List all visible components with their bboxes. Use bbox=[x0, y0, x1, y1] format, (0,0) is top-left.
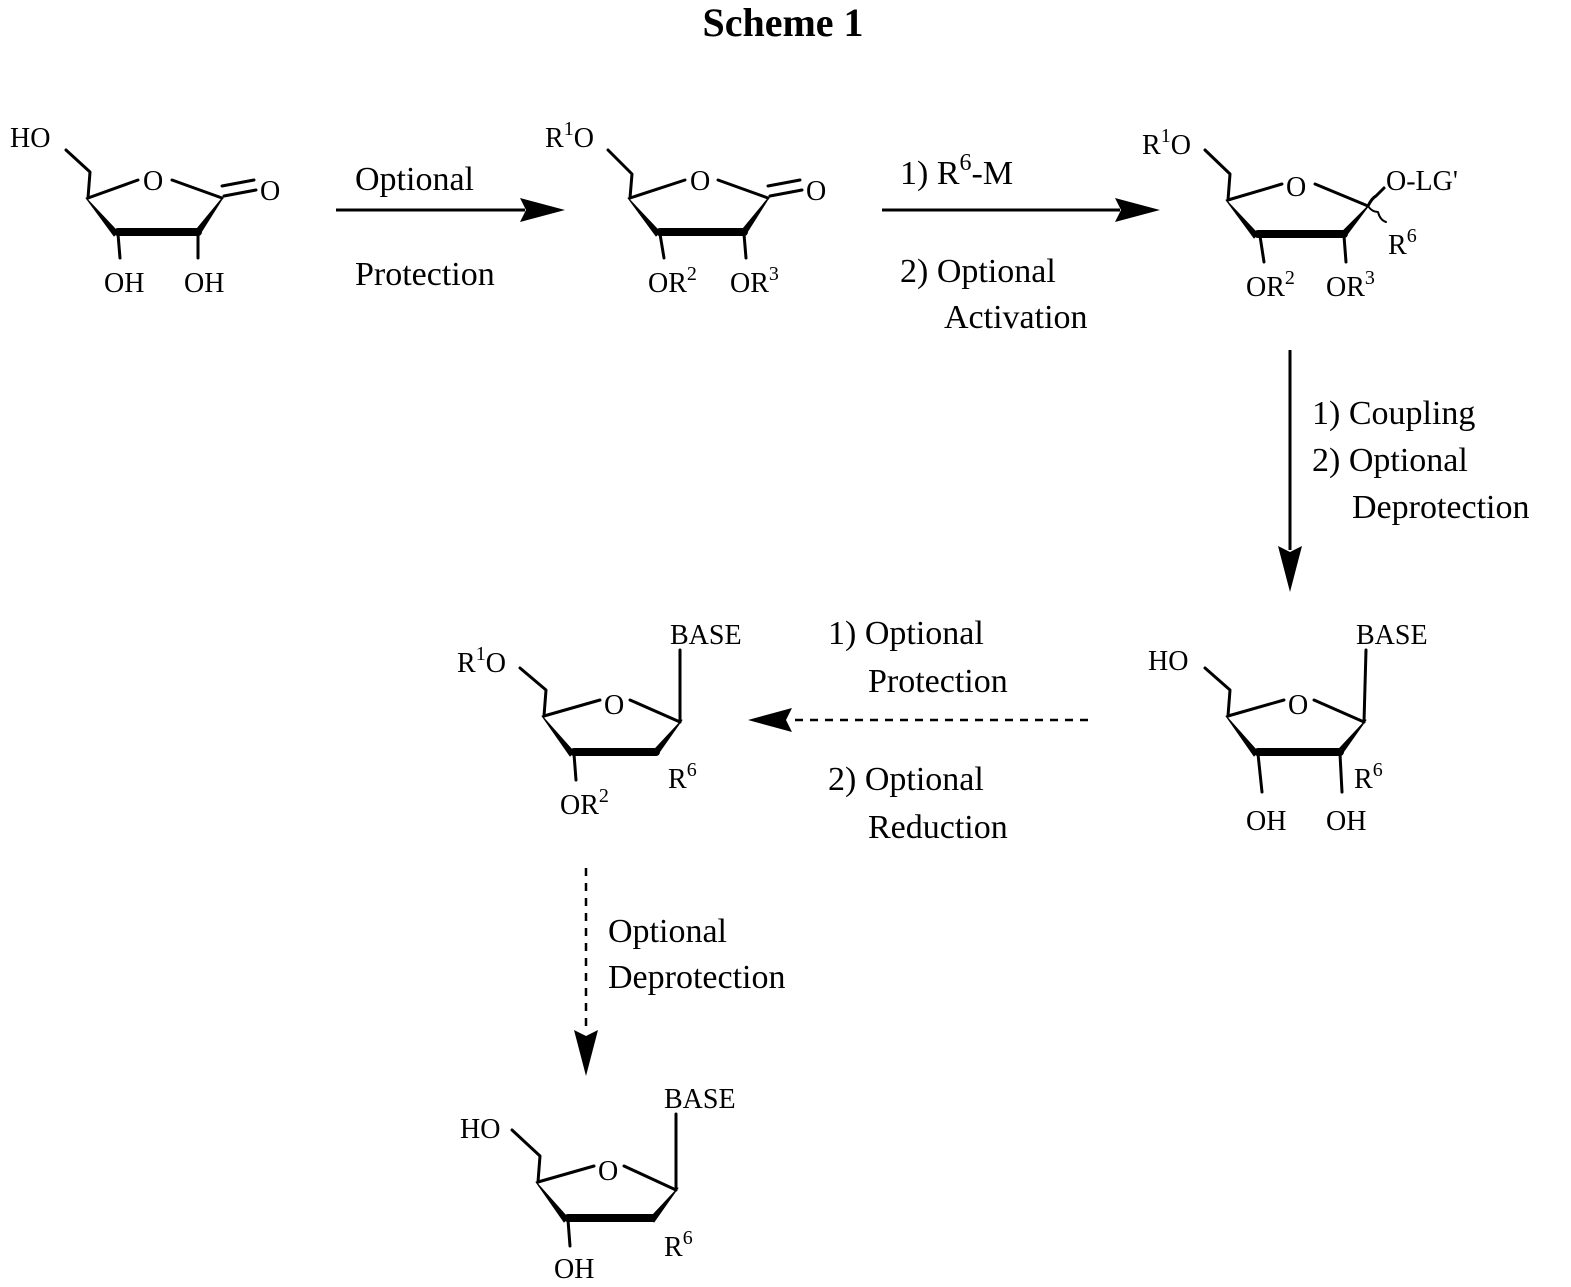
nucleoside-ring-oxygen: O bbox=[1288, 690, 1308, 721]
deprotection-arrowhead bbox=[574, 1030, 598, 1076]
deoxy-nucleoside-base-label: BASE bbox=[664, 1084, 736, 1115]
reduction-label-line1: 1) Optional bbox=[828, 615, 984, 652]
activated-sugar-ring-oxygen: O bbox=[1286, 172, 1306, 203]
step-arrow-reduction: 1) Optional Protection 2) Optional Reduc… bbox=[748, 615, 1088, 846]
nucleoside-base-label: BASE bbox=[1356, 620, 1428, 651]
compound-nucleoside: BASE HO O R6 OH OH bbox=[1148, 620, 1428, 837]
protected-lactone-carbonyl-oxygen: O bbox=[806, 176, 826, 207]
step-arrow-coupling: 1) Coupling 2) Optional Deprotection bbox=[1278, 350, 1530, 592]
step-arrow-protection: Optional Protection bbox=[336, 161, 565, 293]
coupling-label-line3: Deprotection bbox=[1352, 489, 1530, 526]
nucleoside-hydroxymethyl-label: HO bbox=[1148, 646, 1188, 677]
reduction-label-line4: Reduction bbox=[868, 809, 1008, 846]
deprotection-label-line2: Deprotection bbox=[608, 959, 786, 996]
protected-lactone-c3-substituent: OR2 bbox=[648, 263, 697, 299]
coupling-label-line1: 1) Coupling bbox=[1312, 395, 1475, 432]
protection-arrowhead bbox=[520, 198, 565, 222]
deoxy-nucleoside-hydroxymethyl-label: HO bbox=[460, 1114, 500, 1145]
activated-sugar-c2-substituent: OR3 bbox=[1326, 267, 1375, 303]
coupling-arrowhead bbox=[1278, 546, 1302, 592]
step-arrow-activation: 1) R6-M 2) Optional Activation bbox=[882, 150, 1160, 336]
deoxy-nucleoside-c1-substituent: R6 bbox=[664, 1227, 693, 1263]
compound-protected-lactone: R1O O O OR2 OR3 bbox=[545, 118, 826, 299]
activation-arrowhead bbox=[1115, 198, 1160, 222]
activated-sugar-c1-substituent: R6 bbox=[1388, 225, 1417, 261]
compound-deoxy-nucleoside: BASE HO O R6 OH bbox=[460, 1084, 736, 1285]
step-arrow-deprotection: Optional Deprotection bbox=[574, 868, 786, 1076]
activated-sugar-c3-substituent: OR2 bbox=[1246, 267, 1295, 303]
compound-activated-sugar: R1O O O-LG' R6 OR2 OR3 bbox=[1142, 125, 1458, 303]
lactone-c3-hydroxyl: OH bbox=[104, 268, 144, 299]
protected-deoxy-o5-label: R1O bbox=[457, 643, 506, 679]
protection-label-below: Protection bbox=[355, 256, 495, 293]
lactone-hydroxymethyl-label: HO bbox=[10, 123, 50, 154]
reduction-label-line3: 2) Optional bbox=[828, 761, 984, 798]
protected-lactone-o5-label: R1O bbox=[545, 118, 594, 154]
nucleoside-bonds bbox=[1205, 650, 1366, 792]
lactone-c2-hydroxyl: OH bbox=[184, 268, 224, 299]
protection-label-above: Optional bbox=[355, 161, 474, 198]
nucleoside-c3-hydroxyl: OH bbox=[1246, 806, 1286, 837]
lactone-ring-oxygen: O bbox=[143, 166, 163, 197]
protected-deoxy-c1-substituent: R6 bbox=[668, 759, 697, 795]
activation-reagent-label: 1) R6-M bbox=[900, 150, 1013, 192]
activated-sugar-o5-label: R1O bbox=[1142, 125, 1191, 161]
deoxy-nucleoside-bonds bbox=[512, 1114, 678, 1246]
scheme-title: Scheme 1 bbox=[702, 0, 863, 45]
activation-label-line2: 2) Optional bbox=[900, 253, 1056, 290]
lactone-carbonyl-oxygen: O bbox=[260, 176, 280, 207]
reduction-arrowhead bbox=[748, 708, 792, 732]
coupling-label-line2: 2) Optional bbox=[1312, 442, 1468, 479]
compound-protected-deoxy: BASE R1O O R6 OR2 bbox=[457, 620, 742, 821]
protected-deoxy-ring-oxygen: O bbox=[604, 690, 624, 721]
deoxy-nucleoside-c3-hydroxyl: OH bbox=[554, 1254, 594, 1285]
activated-sugar-leaving-group: O-LG' bbox=[1386, 166, 1458, 197]
nucleoside-c2-hydroxyl: OH bbox=[1326, 806, 1366, 837]
activation-label-line3: Activation bbox=[944, 299, 1088, 336]
activated-sugar-bonds bbox=[1205, 150, 1386, 262]
deprotection-label-line1: Optional bbox=[608, 913, 727, 950]
nucleoside-c1-substituent: R6 bbox=[1354, 759, 1383, 795]
reduction-label-line2: Protection bbox=[868, 663, 1008, 700]
protected-lactone-c2-substituent: OR3 bbox=[730, 263, 779, 299]
deoxy-nucleoside-ring-oxygen: O bbox=[598, 1156, 618, 1187]
protected-lactone-ring-oxygen: O bbox=[690, 166, 710, 197]
protected-deoxy-c3-substituent: OR2 bbox=[560, 785, 609, 821]
compound-lactone: HO O O OH OH bbox=[10, 123, 280, 299]
protected-deoxy-base-label: BASE bbox=[670, 620, 742, 651]
protected-deoxy-bonds bbox=[520, 650, 682, 780]
